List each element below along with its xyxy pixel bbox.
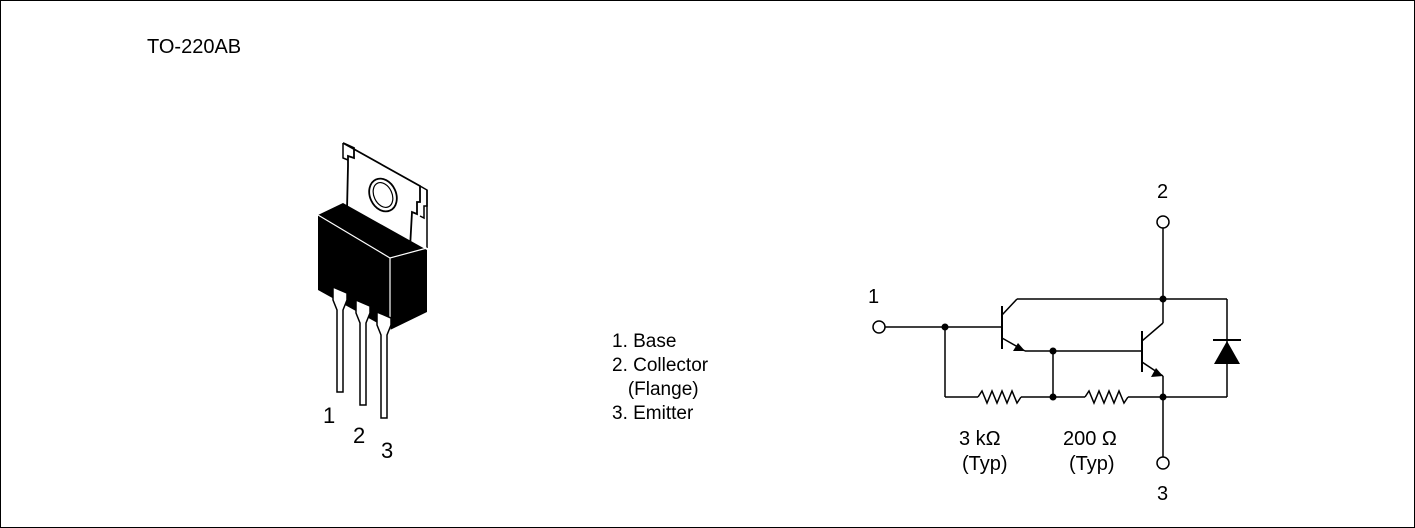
r1-typ-label: (Typ) xyxy=(962,453,1008,475)
package-pin-2-label: 2 xyxy=(353,423,366,448)
diode-symbol xyxy=(1214,341,1240,364)
package-pin-1-label: 1 xyxy=(323,403,336,428)
q1-emitter-arrow xyxy=(1013,343,1025,351)
terminal-2-label: 2 xyxy=(1157,181,1168,203)
r1-value-label: 3 kΩ xyxy=(959,428,1001,450)
pin-legend-emitter: 3. Emitter xyxy=(612,403,694,424)
package-title: TO-220AB xyxy=(147,36,242,58)
terminal-1-label: 1 xyxy=(868,286,879,308)
package-leads xyxy=(332,285,392,419)
terminal-3-label: 3 xyxy=(1157,483,1168,505)
package-tab-edge xyxy=(342,143,349,161)
r2-value-label: 200 Ω xyxy=(1063,428,1117,450)
terminal-2-circle xyxy=(1156,215,1170,229)
pin-legend: 1. Base 2. Collector (Flange) 3. Emitter xyxy=(612,330,708,426)
pin-legend-collector: 2. Collector xyxy=(612,355,709,376)
q2-emitter-arrow xyxy=(1151,368,1163,377)
package-pin-3-label: 3 xyxy=(381,438,394,463)
mounting-hole xyxy=(368,177,398,213)
resistor-r1 xyxy=(977,389,1022,405)
pin-legend-flange: (Flange) xyxy=(612,379,699,400)
terminal-3-circle xyxy=(1156,456,1170,470)
pin-legend-base: 1. Base xyxy=(612,331,677,352)
package-tab-side xyxy=(419,185,428,220)
junction-dots xyxy=(941,295,1167,401)
terminal-1-circle xyxy=(872,320,886,334)
r2-typ-label: (Typ) xyxy=(1069,453,1115,475)
resistor-r2 xyxy=(1084,389,1129,405)
